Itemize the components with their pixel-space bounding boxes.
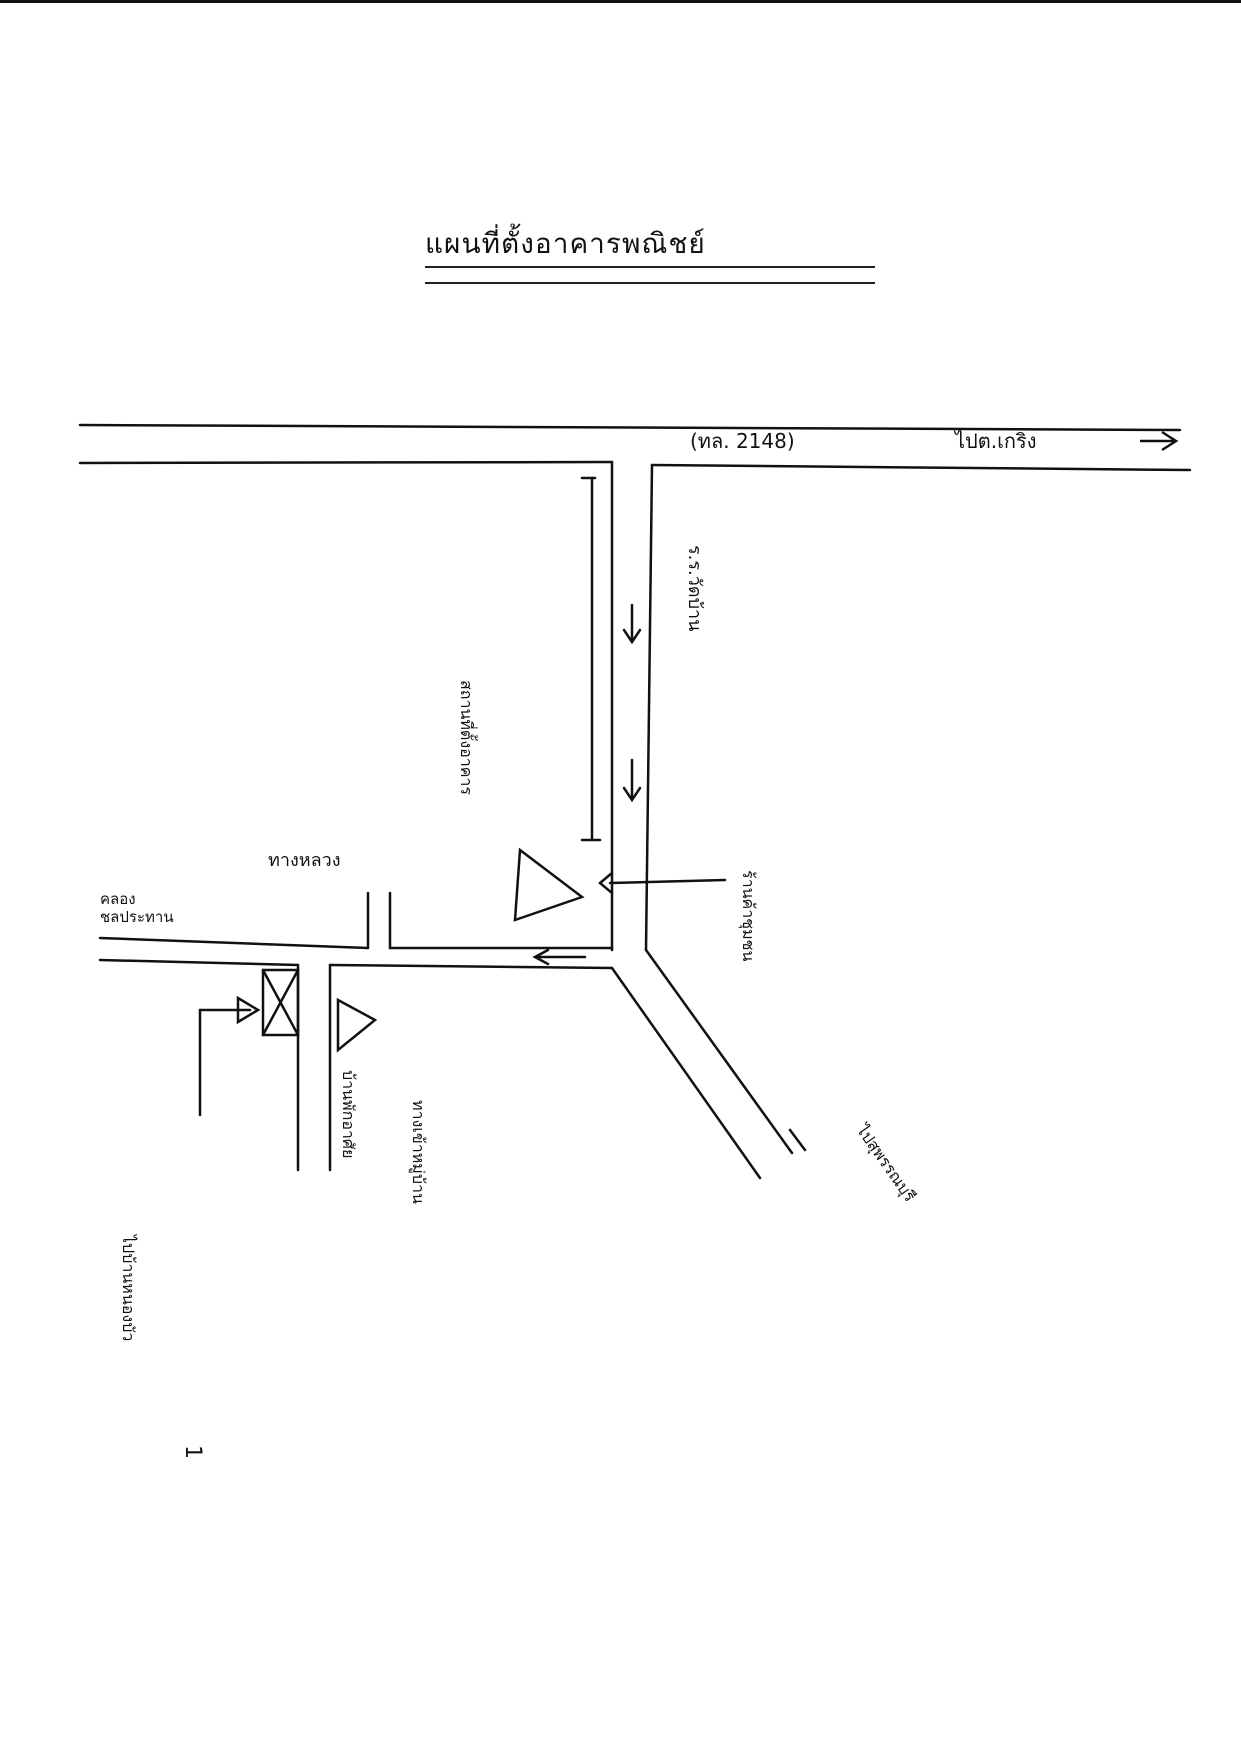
- highway-code-label: (ทล. 2148): [690, 429, 795, 453]
- school-label: ร.ร.วัดบ้าน: [684, 545, 705, 632]
- page-top-edge: [0, 0, 1241, 3]
- number-mark: 1: [180, 1445, 205, 1459]
- left-note-a: บ้านพักอาศัย: [339, 1070, 358, 1159]
- branch-road-top-edge-b: [98, 936, 370, 950]
- map-title: แผนที่ตั้งอาคารพณิชย์: [425, 227, 706, 260]
- side-road-right-edge: [644, 463, 654, 952]
- diagonal-side-label: ไปบ้านหนองบัว: [119, 1235, 138, 1342]
- diagonal-road-edge-2: [644, 948, 794, 1155]
- triangle-marker-1: [513, 847, 585, 922]
- left-note-b: ทางเข้าหมู่บ้าน: [409, 1100, 428, 1204]
- title-underline: [425, 266, 875, 268]
- building-box: [261, 968, 300, 1037]
- highway-bottom-edge-right: [650, 463, 1192, 472]
- highway-bottom-edge-left: [78, 460, 614, 465]
- title-underline-2: [425, 282, 875, 284]
- branch-road-bottom-edge-a: [328, 963, 614, 970]
- dash-label: ทางหลวง: [268, 850, 341, 871]
- branch-road-bottom-edge-b: [98, 958, 300, 967]
- highway-destination-label: ไปต.เกริง: [955, 429, 1037, 453]
- building-site-label: สถานที่ตั้งอาคาร: [457, 680, 476, 795]
- highway-top-edge: [78, 423, 1182, 432]
- left-canal-label: คลอง ชลประทาน: [100, 890, 174, 926]
- diagonal-road-edge-1: [610, 966, 762, 1180]
- triangle-marker-2: [336, 997, 378, 1053]
- right-side-label: ร้านค้าชุมชน: [739, 870, 758, 962]
